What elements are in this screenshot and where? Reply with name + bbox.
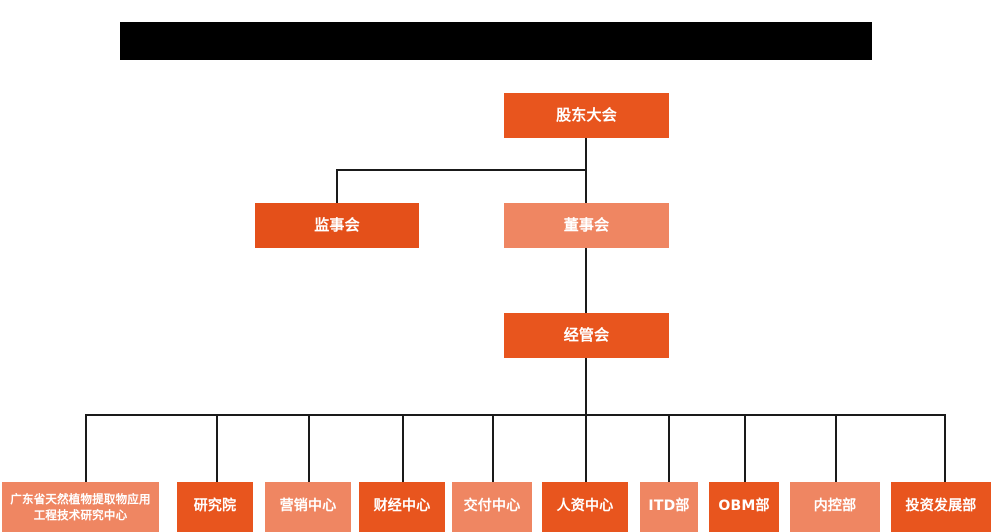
node-delivery-center[interactable]: 交付中心 (452, 482, 532, 532)
connector-bottom-bus (85, 414, 945, 416)
node-label: 经管会 (563, 325, 610, 344)
node-marketing-center[interactable]: 营销中心 (265, 482, 351, 532)
connector-directors-to-management (585, 248, 587, 313)
node-label: 研究院 (193, 498, 237, 515)
node-internal-control-department[interactable]: 内控部 (790, 482, 880, 532)
connector-drop-itd-dept (668, 414, 670, 482)
connector-drop-delivery-center (492, 414, 494, 482)
connector-management-to-bus (585, 358, 587, 416)
node-shareholders-meeting[interactable]: 股东大会 (504, 93, 669, 138)
node-label: 营销中心 (279, 498, 337, 515)
node-obm-department[interactable]: OBM部 (709, 482, 779, 532)
node-investment-development-department[interactable]: 投资发展部 (891, 482, 991, 532)
node-label: 广东省天然植物提取物应用工程技术研究中心 (10, 491, 151, 522)
node-hr-center[interactable]: 人资中心 (542, 482, 628, 532)
node-label: 董事会 (563, 215, 610, 234)
connector-drop-investment-development-dept (944, 414, 946, 482)
connector-drop-internal-control-dept (835, 414, 837, 482)
node-board-of-supervisors[interactable]: 监事会 (255, 203, 419, 248)
node-label: 投资发展部 (905, 498, 977, 515)
node-guangdong-plant-extract-research-center[interactable]: 广东省天然植物提取物应用工程技术研究中心 (2, 482, 159, 532)
redacted-title-bar (120, 22, 872, 60)
node-label: OBM部 (718, 498, 770, 515)
connector-drop-research-institute (216, 414, 218, 482)
connector-shareholders-to-directors (585, 138, 587, 203)
node-management-committee[interactable]: 经管会 (504, 313, 669, 358)
node-label: 交付中心 (463, 498, 521, 515)
connector-to-supervisors (336, 169, 338, 203)
node-label: 监事会 (314, 215, 360, 234)
connector-drop-hr-center (585, 414, 587, 482)
node-label: 财经中心 (373, 498, 431, 515)
connector-drop-obm-dept (744, 414, 746, 482)
node-label: 内控部 (813, 498, 857, 515)
connector-level2-bus (336, 169, 586, 171)
node-label: 人资中心 (556, 498, 614, 515)
connector-drop-finance-center (402, 414, 404, 482)
connector-drop-marketing-center (308, 414, 310, 482)
node-label: ITD部 (648, 498, 690, 515)
node-label: 股东大会 (556, 105, 617, 124)
node-finance-center[interactable]: 财经中心 (359, 482, 445, 532)
connector-drop-rnd-center (85, 414, 87, 482)
node-itd-department[interactable]: ITD部 (640, 482, 698, 532)
node-board-of-directors[interactable]: 董事会 (504, 203, 669, 248)
node-research-institute[interactable]: 研究院 (177, 482, 253, 532)
